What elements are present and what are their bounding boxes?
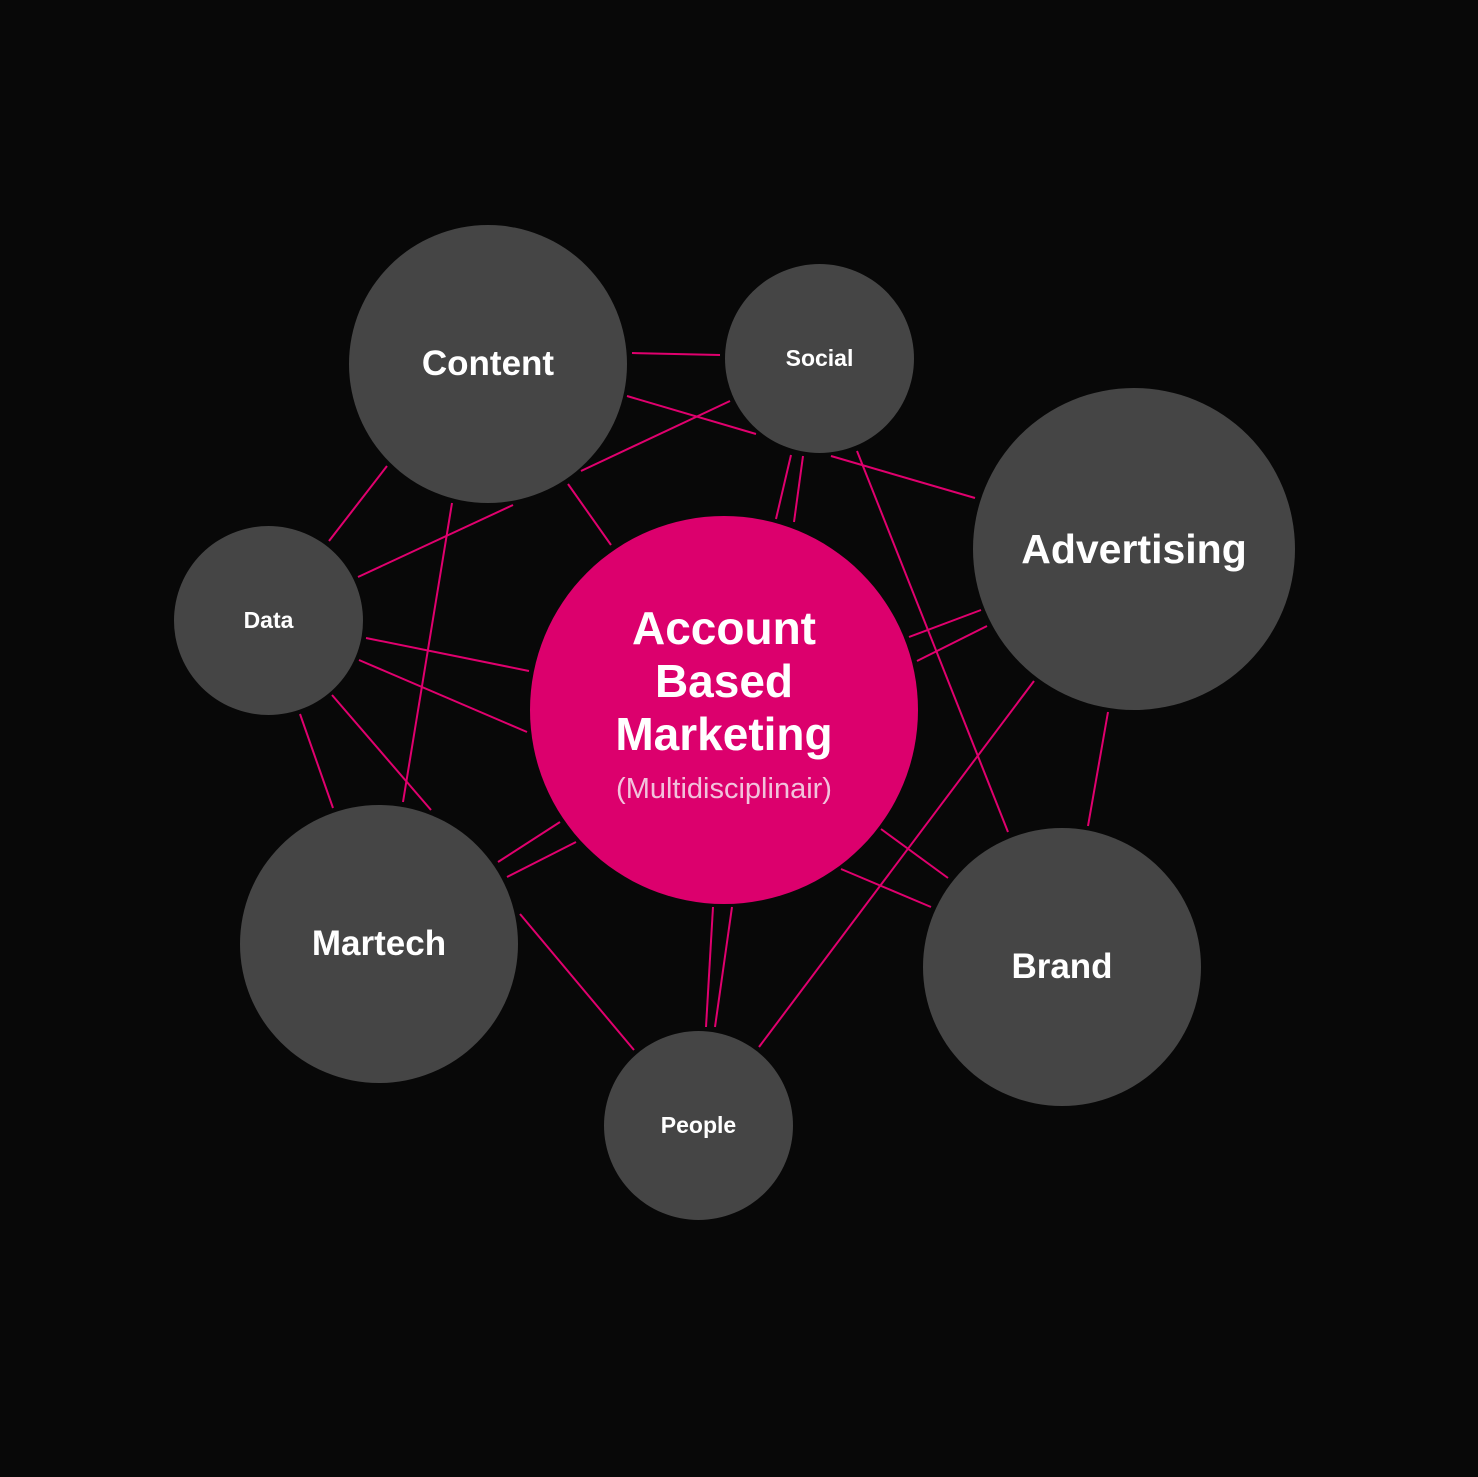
people-node: People (604, 1031, 793, 1220)
data-label: Data (243, 607, 294, 633)
link-center-brand-b (840, 868, 932, 908)
link-advertising-brand (1087, 711, 1109, 827)
content-node: Content (349, 225, 627, 503)
martech-node: Martech (240, 805, 518, 1083)
link-advertising-center-a (908, 609, 982, 638)
social-node: Social (725, 264, 914, 453)
link-center-brand-a (880, 828, 949, 879)
advertising-node: Advertising (973, 388, 1295, 710)
center-subtitle: (Multidisciplinair) (616, 773, 832, 805)
link-social-center-b (793, 455, 804, 523)
social-label: Social (785, 345, 854, 371)
data-node: Data (174, 526, 363, 715)
link-content-data (328, 465, 388, 542)
link-social-brand (856, 450, 1009, 833)
advertising-label: Advertising (1021, 525, 1247, 572)
link-center-martech-a (497, 821, 561, 863)
link-content-martech (402, 502, 453, 803)
link-social-advertising (830, 455, 976, 499)
link-martech-people (519, 913, 635, 1051)
martech-label: Martech (311, 924, 447, 963)
link-social-data (580, 400, 731, 472)
link-data-martech (299, 713, 334, 809)
link-content-center (567, 483, 612, 546)
brand-node: Brand (923, 828, 1201, 1106)
center-title: Account Based Marketing (615, 602, 833, 760)
link-data-center-b (358, 659, 528, 733)
link-social-data-b (357, 504, 514, 578)
link-center-martech-b (506, 841, 577, 878)
center-node: Account Based Marketing (Multidisciplina… (530, 516, 918, 904)
link-data-martech-b (331, 694, 432, 811)
people-label: People (660, 1112, 737, 1138)
link-content-social (631, 352, 721, 356)
link-social-center-a (775, 454, 792, 520)
link-center-people-a (705, 906, 714, 1028)
link-data-center-a (365, 637, 530, 672)
brand-label: Brand (1011, 947, 1113, 986)
link-advertising-people (758, 680, 1035, 1048)
link-advertising-center-b (916, 625, 988, 662)
content-label: Content (421, 344, 555, 383)
link-content-advertising (626, 395, 757, 435)
link-center-people-b (714, 906, 733, 1028)
